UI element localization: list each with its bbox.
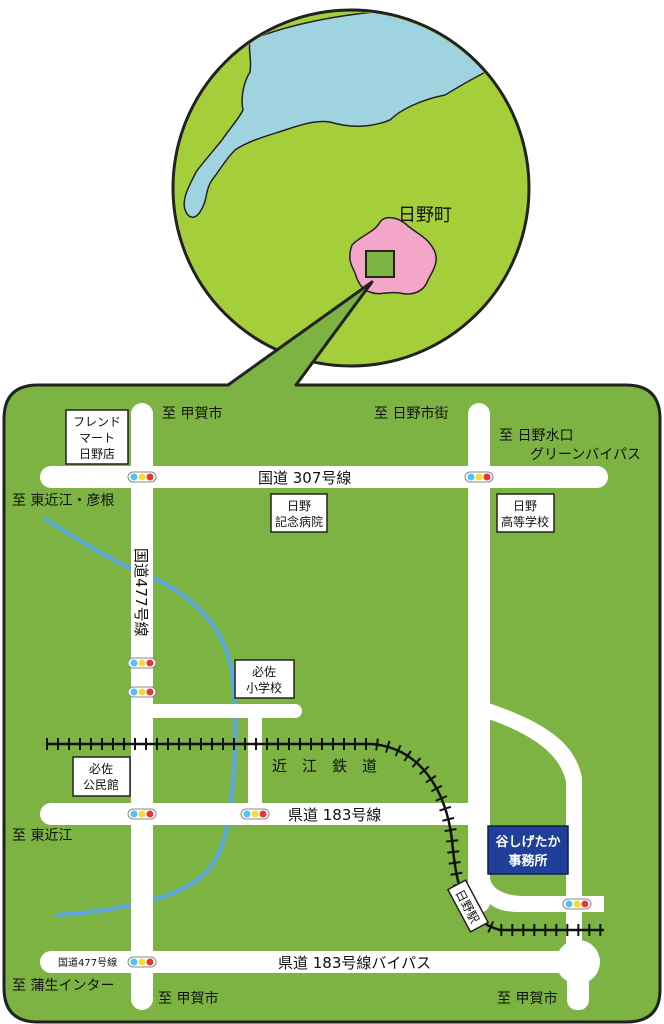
road-label-477-small: 国道477号線 bbox=[58, 956, 117, 969]
community-hall-line-1: 必佐 bbox=[89, 762, 113, 776]
elementary-line-2: 小学校 bbox=[246, 680, 282, 695]
road-label-183-bypass: 県道 183号線バイパス bbox=[278, 954, 431, 972]
dest-top-hino: 至 日野市街 bbox=[374, 405, 448, 422]
road-477 bbox=[131, 403, 153, 1010]
signal-icon bbox=[562, 898, 592, 910]
landmark-community-hall: 必佐 公民館 bbox=[72, 756, 131, 797]
signal-icon bbox=[127, 808, 157, 820]
dest-gamo: 至 蒲生インター bbox=[12, 978, 114, 994]
office-marker[interactable]: 谷しげたか 事務所 bbox=[487, 825, 569, 875]
hino-target-square bbox=[365, 250, 395, 278]
signal-icon bbox=[127, 956, 157, 968]
road-curve-east bbox=[480, 700, 582, 960]
road-label-307: 国道 307号線 bbox=[258, 469, 351, 487]
road-elementary bbox=[142, 704, 302, 718]
friend-mart-line-3: 日野店 bbox=[79, 447, 115, 461]
dest-mizuguchi-2: グリーンバイパス bbox=[530, 447, 641, 463]
overview-globe: 日野町 bbox=[171, 8, 531, 368]
road-label-183: 県道 183号線 bbox=[288, 806, 381, 824]
traffic-signals bbox=[127, 471, 592, 968]
dest-bottom-koka-left: 至 甲賀市 bbox=[158, 990, 218, 1007]
lake-biwa bbox=[183, 12, 527, 218]
hospital-line-1: 日野 bbox=[287, 499, 311, 513]
landmark-elementary: 必佐 小学校 bbox=[234, 659, 295, 699]
road-elementary-south bbox=[248, 704, 262, 812]
signal-icon bbox=[127, 657, 157, 669]
road-183-bypass bbox=[40, 951, 580, 973]
road-hino-center bbox=[468, 403, 490, 913]
dest-bottom-koka-right: 至 甲賀市 bbox=[497, 990, 557, 1007]
dest-mizuguchi-1: 至 日野水口 bbox=[499, 428, 573, 444]
hino-station-sign: 日野駅 bbox=[446, 879, 490, 933]
road-307 bbox=[40, 466, 608, 488]
road-south-right bbox=[567, 960, 589, 1010]
office-name-line-2: 事務所 bbox=[508, 853, 547, 869]
road-label-477: 国道477号線 bbox=[132, 548, 150, 637]
signal-icon bbox=[127, 471, 157, 483]
elementary-line-1: 必佐 bbox=[252, 665, 276, 679]
friend-mart-line-2: マート bbox=[79, 431, 115, 445]
town-label: 日野町 bbox=[398, 205, 452, 226]
rail-label: 近 江 鉄 道 bbox=[272, 757, 377, 775]
friend-mart-line-1: フレンド bbox=[73, 415, 121, 429]
office-name-line-1: 谷しげたか bbox=[495, 834, 560, 850]
dest-higashiomi: 至 東近江 bbox=[12, 828, 72, 844]
hospital-line-2: 記念病院 bbox=[275, 514, 323, 529]
dest-top-koka: 至 甲賀市 bbox=[162, 405, 222, 422]
high-school-line-2: 高等学校 bbox=[501, 514, 549, 529]
landmark-friend-mart: フレンド マート 日野店 bbox=[65, 409, 129, 465]
signal-icon bbox=[127, 686, 157, 698]
landmark-hospital: 日野 記念病院 bbox=[270, 493, 328, 533]
high-school-line-1: 日野 bbox=[513, 499, 537, 513]
signal-icon bbox=[464, 471, 494, 483]
signal-icon bbox=[240, 808, 270, 820]
community-hall-line-2: 公民館 bbox=[83, 777, 119, 792]
dest-higashiomi-hikone: 至 東近江・彦根 bbox=[12, 493, 114, 509]
landmark-high-school: 日野 高等学校 bbox=[496, 493, 555, 533]
